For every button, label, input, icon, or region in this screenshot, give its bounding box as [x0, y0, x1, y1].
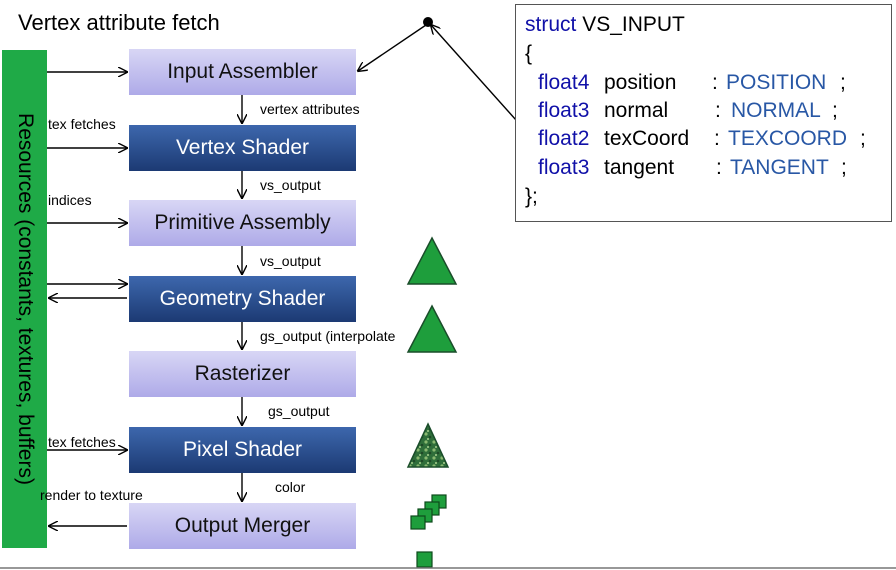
code-field-semicolon: ;: [840, 71, 846, 94]
diagram-title: Vertex attribute fetch: [18, 10, 220, 35]
textured-triangle-icon: [406, 422, 450, 468]
code-field-semicolon: ;: [841, 156, 847, 179]
triangle-geometry-icon: [406, 304, 458, 353]
resources-bar: Resources (constants, textures, buffers): [2, 50, 47, 548]
code-field-semantic: TANGENT: [730, 156, 829, 179]
stage-vertex-shader: Vertex Shader: [129, 125, 356, 171]
flow-label-gs-output-interpolated: gs_output (interpolate: [260, 328, 396, 344]
code-close-brace: };: [525, 185, 538, 208]
vs-input-code-box: struct VS_INPUT { float4 position : POSI…: [515, 4, 892, 222]
code-field-semantic: TEXCOORD: [728, 127, 848, 150]
stage-rasterizer: Rasterizer: [129, 351, 356, 397]
stage-input-assembler: Input Assembler: [129, 49, 356, 95]
code-field-colon: :: [716, 156, 722, 179]
code-field-colon: :: [714, 127, 720, 150]
code-field-name: position: [604, 71, 677, 94]
side-label-tex-fetches-2: tex fetches: [48, 434, 116, 450]
code-field-semicolon: ;: [832, 99, 838, 122]
flow-label-vs-output-1: vs_output: [260, 177, 321, 193]
code-field-type: float4: [538, 71, 590, 94]
side-label-render-to-texture: render to texture: [40, 487, 143, 503]
code-field-semantic: POSITION: [726, 71, 827, 94]
flow-label-gs-output: gs_output: [268, 403, 330, 419]
code-struct-keyword: struct: [525, 13, 577, 36]
code-pointer: [358, 17, 517, 121]
stage-output-merger: Output Merger: [129, 503, 356, 549]
triangle-primitive-icon: [406, 236, 458, 285]
side-label-indices: indices: [48, 192, 92, 208]
resource-arrows: [47, 72, 127, 526]
code-field-semantic: NORMAL: [731, 99, 821, 122]
code-field-name: texCoord: [604, 127, 690, 150]
code-field-semicolon: ;: [860, 127, 866, 150]
code-field-type: float3: [538, 99, 590, 122]
code-struct-name: VS_INPUT: [582, 13, 685, 36]
code-open-brace: {: [525, 42, 533, 65]
stage-pixel-shader: Pixel Shader: [129, 427, 356, 473]
flow-label-vertex-attributes: vertex attributes: [260, 101, 360, 117]
code-field-colon: :: [715, 99, 721, 122]
code-field-type: float3: [538, 156, 590, 179]
code-struct-line: struct VS_INPUT: [525, 13, 685, 37]
flow-label-vs-output-2: vs_output: [260, 253, 321, 269]
code-field-colon: :: [712, 71, 718, 94]
flow-label-color: color: [275, 479, 306, 495]
code-field-type: float2: [538, 127, 590, 150]
side-label-tex-fetches-1: tex fetches: [48, 116, 116, 132]
code-field-name: normal: [604, 99, 669, 122]
code-field-name: tangent: [604, 156, 675, 179]
stage-primitive-assembly: Primitive Assembly: [129, 200, 356, 246]
stage-geometry-shader: Geometry Shader: [129, 276, 356, 322]
fragment-squares-icon: [410, 494, 447, 530]
pixel-square-icon: [416, 551, 433, 568]
